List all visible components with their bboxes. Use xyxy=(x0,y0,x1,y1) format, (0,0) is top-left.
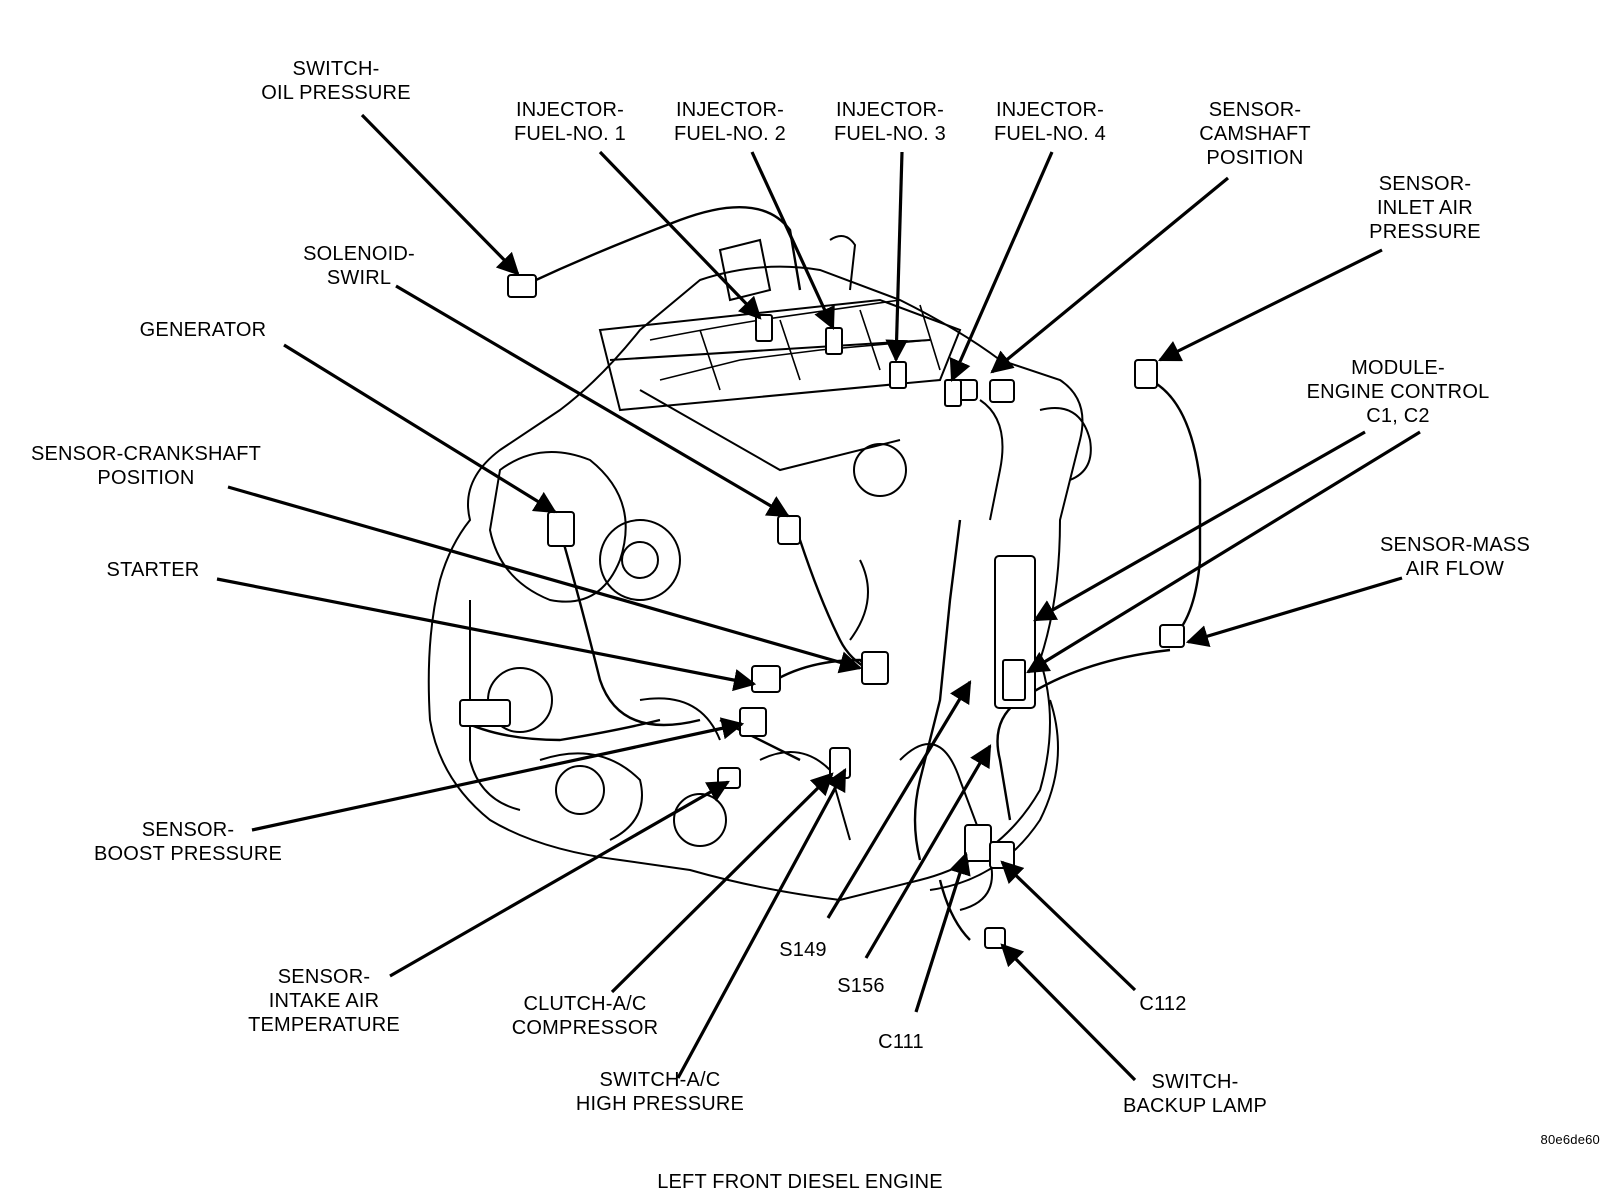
label-line: FUEL-NO. 2 xyxy=(673,123,787,145)
label-line: STARTER xyxy=(106,559,200,581)
label-line: TEMPERATURE xyxy=(248,1014,400,1036)
leader-module-c1 xyxy=(1033,430,1366,622)
label-line: SWITCH-A/C xyxy=(599,1069,721,1091)
leader-c111 xyxy=(914,851,971,1013)
label-line: POSITION xyxy=(1206,147,1304,169)
engine-block-drawing xyxy=(427,235,1092,911)
leader-starter xyxy=(216,577,757,692)
label-line: OIL PRESSURE xyxy=(261,82,411,104)
figure-code: 80e6de60 xyxy=(1540,1132,1600,1147)
label-line: SENSOR- xyxy=(1378,173,1472,195)
label-line: SWIRL xyxy=(326,267,392,289)
label-line: ENGINE CONTROL xyxy=(1306,381,1490,403)
leader-generator xyxy=(283,343,557,514)
label-line: INJECTOR- xyxy=(675,99,785,121)
label-line: SWITCH- xyxy=(1151,1071,1239,1093)
label-generator: GENERATOR xyxy=(118,318,288,342)
label-solenoid-swirl: SOLENOID-SWIRL xyxy=(286,242,432,290)
label-switch-oil-pressure: SWITCH-OIL PRESSURE xyxy=(246,57,426,105)
label-line: FUEL-NO. 1 xyxy=(513,123,627,145)
leader-solenoid-swirl xyxy=(395,284,790,518)
label-injector-fuel-no-2: INJECTOR-FUEL-NO. 2 xyxy=(660,98,800,146)
label-line: MODULE- xyxy=(1351,357,1445,379)
leader-sensor-iat xyxy=(389,780,730,978)
label-line: INJECTOR- xyxy=(835,99,945,121)
leader-lines xyxy=(216,113,1421,1082)
label-line: SENSOR-CRANKSHAFT xyxy=(30,443,262,465)
label-line: BACKUP LAMP xyxy=(1122,1095,1268,1117)
label-line: SENSOR-MASS xyxy=(1380,534,1531,556)
connectors xyxy=(459,274,1185,949)
label-line: FUEL-NO. 3 xyxy=(833,123,947,145)
label-line: C112 xyxy=(1139,993,1187,1015)
leader-switch-backup xyxy=(1000,943,1137,1082)
label-line: PRESSURE xyxy=(1369,221,1481,243)
label-sensor-boost-pressure: SENSOR-BOOST PRESSURE xyxy=(78,818,298,866)
leader-s149 xyxy=(826,680,972,919)
label-injector-fuel-no-1: INJECTOR-FUEL-NO. 1 xyxy=(500,98,640,146)
label-injector-fuel-no-4: INJECTOR-FUEL-NO. 4 xyxy=(980,98,1120,146)
label-starter: STARTER xyxy=(88,558,218,582)
label-s156: S156 xyxy=(826,974,896,998)
label-line: CAMSHAFT xyxy=(1199,123,1311,145)
leader-injector-4 xyxy=(949,151,1054,383)
leader-sensor-camshaft xyxy=(990,176,1230,374)
label-c112: C112 xyxy=(1128,992,1198,1016)
label-line: GENERATOR xyxy=(139,319,267,341)
leader-switch-oil-pressure xyxy=(360,113,520,276)
leader-injector-3 xyxy=(885,151,908,363)
leader-switch-ac-high xyxy=(676,768,847,1079)
label-line: FUEL-NO. 4 xyxy=(993,123,1107,145)
label-line: INLET AIR xyxy=(1377,197,1473,219)
leader-module-c2 xyxy=(1026,430,1421,674)
label-line: POSITION xyxy=(97,467,195,489)
leader-injector-1 xyxy=(598,150,762,320)
label-line: INJECTOR- xyxy=(995,99,1105,121)
label-line: S156 xyxy=(837,975,885,997)
wiring-harness xyxy=(459,205,1202,941)
label-line: SENSOR- xyxy=(141,819,235,841)
leader-injector-2 xyxy=(750,151,835,331)
label-line: C1, C2 xyxy=(1366,405,1430,427)
label-line: SENSOR- xyxy=(1208,99,1302,121)
label-line: COMPRESSOR xyxy=(511,1017,659,1039)
label-s149: S149 xyxy=(768,938,838,962)
label-injector-fuel-no-3: INJECTOR-FUEL-NO. 3 xyxy=(820,98,960,146)
label-line: INJECTOR- xyxy=(515,99,625,121)
leader-clutch-ac xyxy=(610,772,834,994)
label-line: BOOST PRESSURE xyxy=(93,843,283,865)
figure-caption: LEFT FRONT DIESEL ENGINE xyxy=(657,1171,943,1193)
label-c111: C111 xyxy=(866,1030,936,1054)
leader-sensor-crankshaft xyxy=(227,485,863,674)
label-line: CLUTCH-A/C xyxy=(523,993,647,1015)
leader-sensor-maf xyxy=(1185,576,1403,647)
label-line: INTAKE AIR xyxy=(268,990,380,1012)
label-switch-backup-lamp: SWITCH-BACKUP LAMP xyxy=(1110,1070,1280,1118)
leader-sensor-inlet-air xyxy=(1157,248,1383,362)
leader-s156 xyxy=(864,744,992,959)
label-line: HIGH PRESSURE xyxy=(575,1093,745,1115)
label-line: S149 xyxy=(779,939,827,961)
label-line: SOLENOID- xyxy=(303,243,415,265)
label-line: C111 xyxy=(878,1031,924,1053)
leader-sensor-boost xyxy=(251,717,745,832)
label-line: AIR FLOW xyxy=(1405,558,1505,580)
label-line: SWITCH- xyxy=(292,58,380,80)
label-line: SENSOR- xyxy=(277,966,371,988)
leader-c112 xyxy=(1000,860,1137,992)
